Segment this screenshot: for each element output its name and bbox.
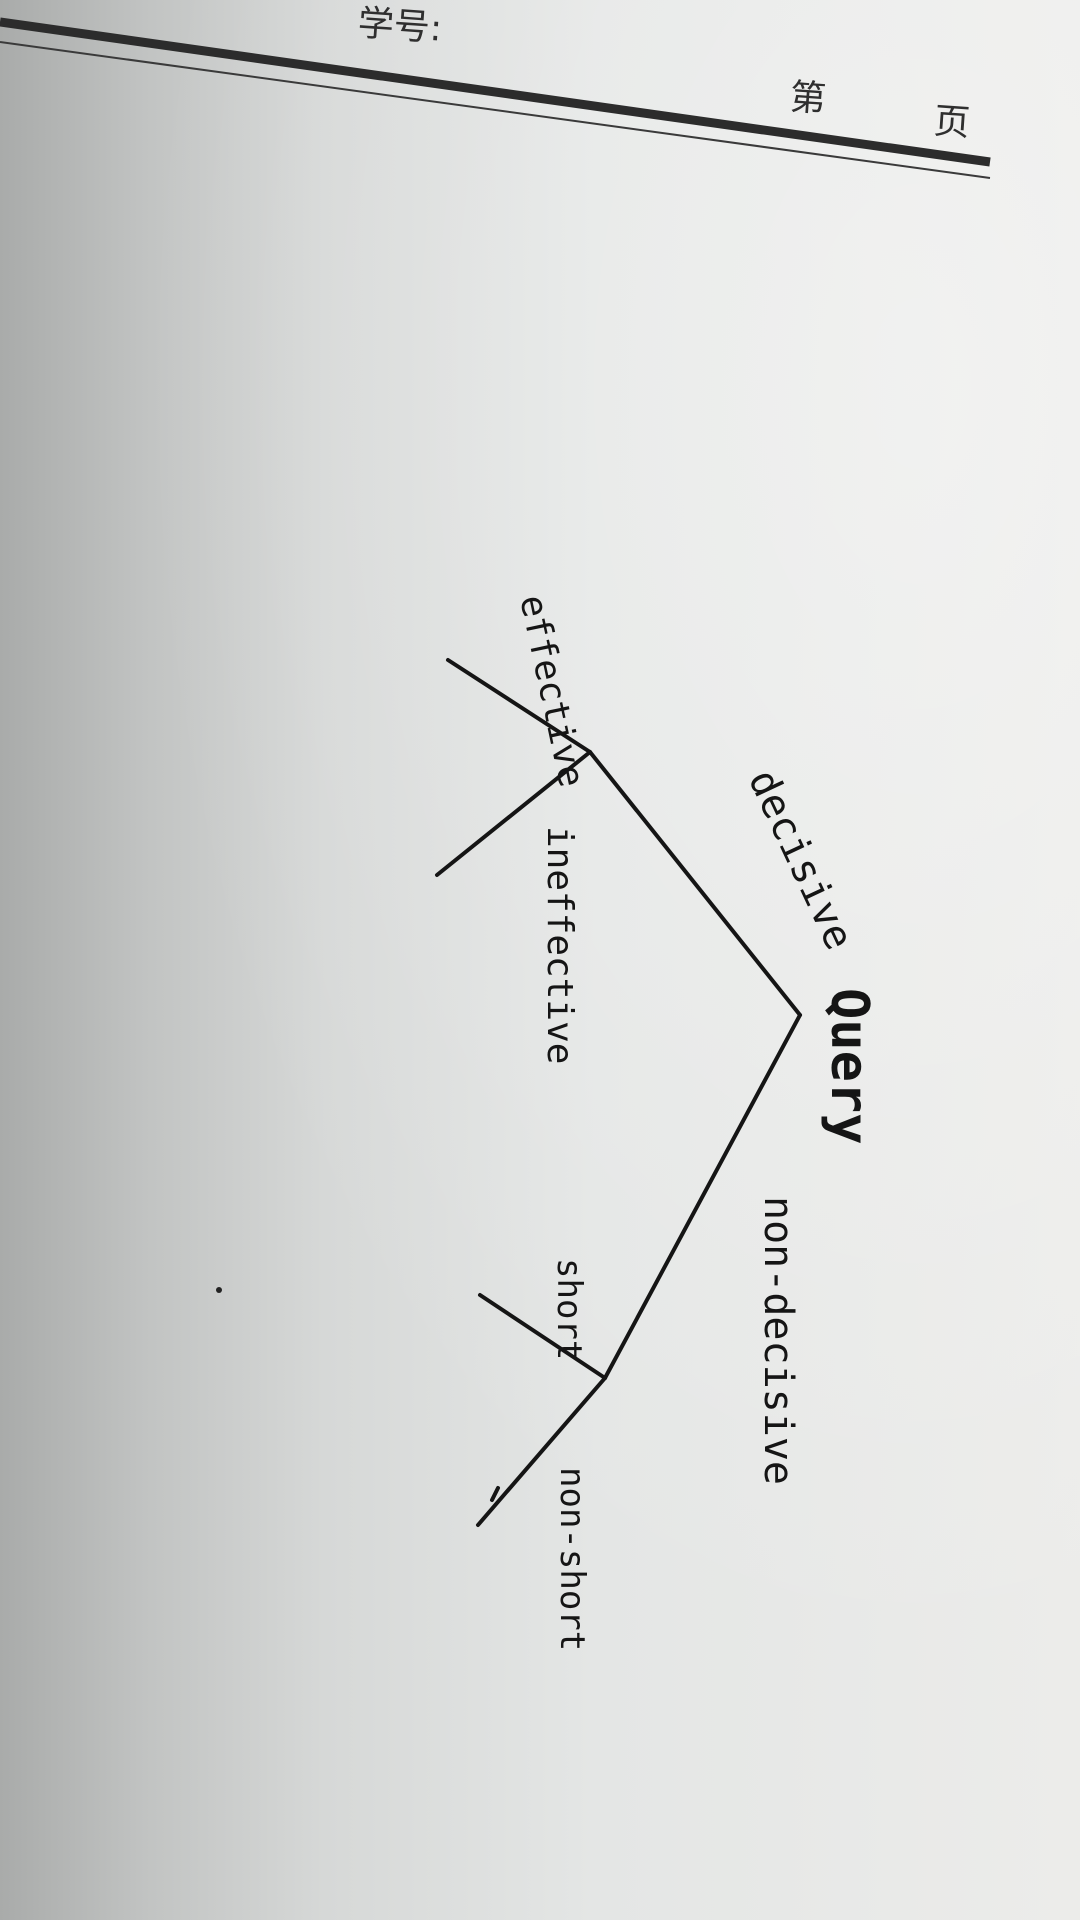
edge-short [478,1293,607,1380]
edge-label-short: short [549,1258,589,1360]
edge-label-decisive: decisive [739,763,862,957]
header-rule-thick [0,17,991,167]
edge-non-short-tick [490,1486,500,1502]
edge-non-short [476,1376,607,1527]
edge-label-non-short: non-short [552,1467,592,1651]
edge-non-decisive [603,1013,802,1380]
header-rule-thin [0,41,991,179]
edge-label-ineffective: ineffective [539,826,580,1064]
edge-effective [446,658,592,754]
pen-dot [216,1287,222,1293]
edge-label-effective: effective [511,591,592,790]
root-node-query: Query [819,988,879,1145]
edge-ineffective [435,750,592,877]
edge-label-non-decisive: non-decisive [755,1196,801,1485]
edge-decisive [588,750,802,1017]
